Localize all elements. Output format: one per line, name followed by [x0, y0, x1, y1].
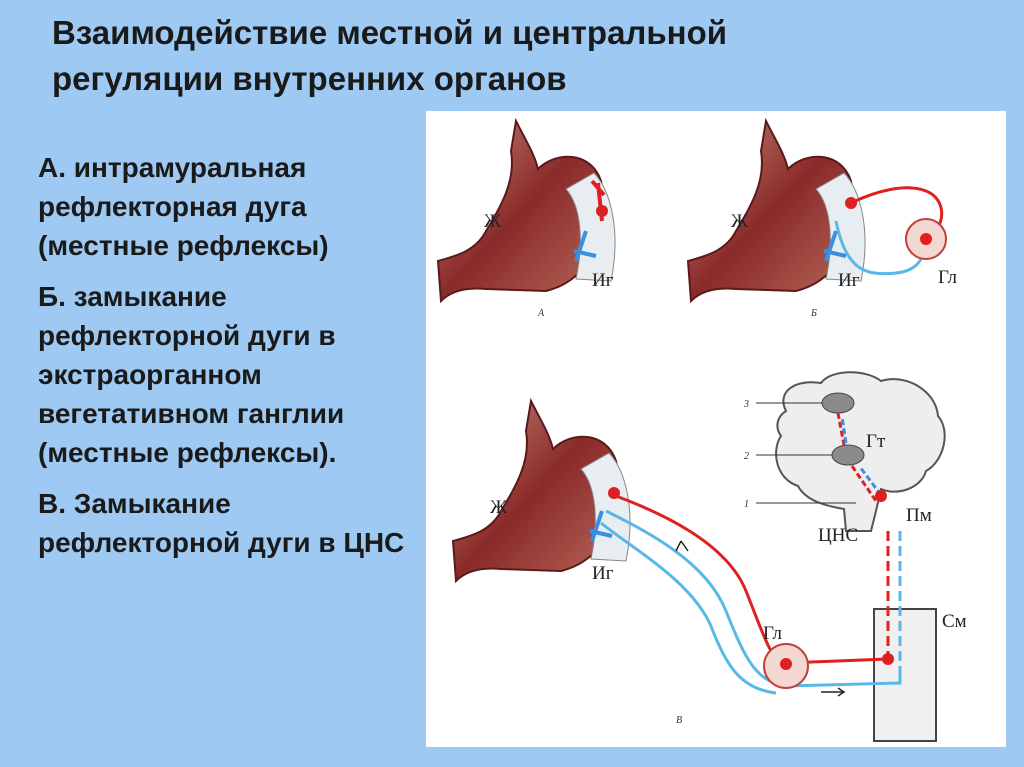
neuron-body-red-a: [596, 205, 608, 217]
number-3: 3: [743, 399, 749, 410]
title-line-2: регуляции внутренних органов: [52, 60, 567, 97]
stomach-a: [436, 117, 608, 304]
arrow-up: [675, 540, 689, 552]
neuron-blue-c: [589, 510, 613, 542]
label-spinal-cord: См: [942, 611, 967, 632]
label-intramural-a: Иг: [592, 270, 614, 291]
slide-title: Взаимодействие местной и центральной рег…: [52, 10, 992, 102]
label-hypothalamus: Гт: [866, 431, 886, 452]
title-line-1: Взаимодействие местной и центральной: [52, 14, 728, 51]
item-list: А. интрамуральная рефлекторная дуга (мес…: [38, 148, 408, 574]
caption-a: А: [537, 308, 545, 319]
label-ganglion-b: Гл: [938, 267, 958, 288]
label-medulla: Пм: [906, 505, 932, 526]
item-a: А. интрамуральная рефлекторная дуга (мес…: [38, 152, 329, 261]
neuron-body-red-c: [608, 487, 620, 499]
caption-b: Б: [810, 308, 817, 319]
neuron-blue-b: [823, 230, 847, 262]
label-cns: ЦНС: [818, 525, 858, 546]
wall-slice-a: [565, 172, 616, 282]
afferent-path-b: [834, 220, 928, 276]
item-c: В. Замыкание рефлекторной дуги в ЦНС: [38, 488, 405, 558]
label-stomach-a: Ж: [484, 211, 502, 232]
panel-a: Ж Иг А: [436, 117, 616, 319]
label-intramural-b: Иг: [838, 270, 860, 291]
figure-panel: Ж Иг А Ж Иг Гл Б 3 2 1: [426, 111, 1006, 747]
caption-c: В: [676, 715, 682, 726]
stomach-b: [686, 117, 858, 304]
neuron-body-red-b: [845, 197, 857, 209]
spinal-cord: [873, 608, 937, 742]
number-1: 1: [744, 499, 749, 510]
label-stomach-c: Ж: [490, 497, 508, 518]
central-efferent: [836, 412, 878, 502]
neuron-blue-a: [573, 230, 597, 262]
panel-c: 3 2 1 Ж Иг Гт ЦНС Пм См Гл В: [451, 371, 967, 742]
efferent-path-b: [850, 186, 944, 238]
stomach-c: [451, 397, 623, 584]
nucleus-3: [821, 392, 855, 414]
reflex-diagram: Ж Иг А Ж Иг Гл Б 3 2 1: [436, 117, 967, 742]
arrow-right: [821, 687, 846, 697]
panel-b: Ж Иг Гл Б: [686, 117, 958, 319]
item-b: Б. замыкание рефлекторной дуги в экстрао…: [38, 281, 345, 468]
label-stomach-b: Ж: [731, 211, 749, 232]
ganglion-core-b: [920, 233, 932, 245]
label-ganglion-c: Гл: [763, 623, 783, 644]
nucleus-2: [831, 444, 865, 466]
central-afferent: [840, 416, 883, 496]
label-intramural-c: Иг: [592, 563, 614, 584]
ganglion-core-c: [780, 658, 792, 670]
number-2: 2: [744, 451, 749, 462]
afferent-path-c-inner: [600, 521, 777, 695]
medulla-red-node: [875, 490, 887, 502]
